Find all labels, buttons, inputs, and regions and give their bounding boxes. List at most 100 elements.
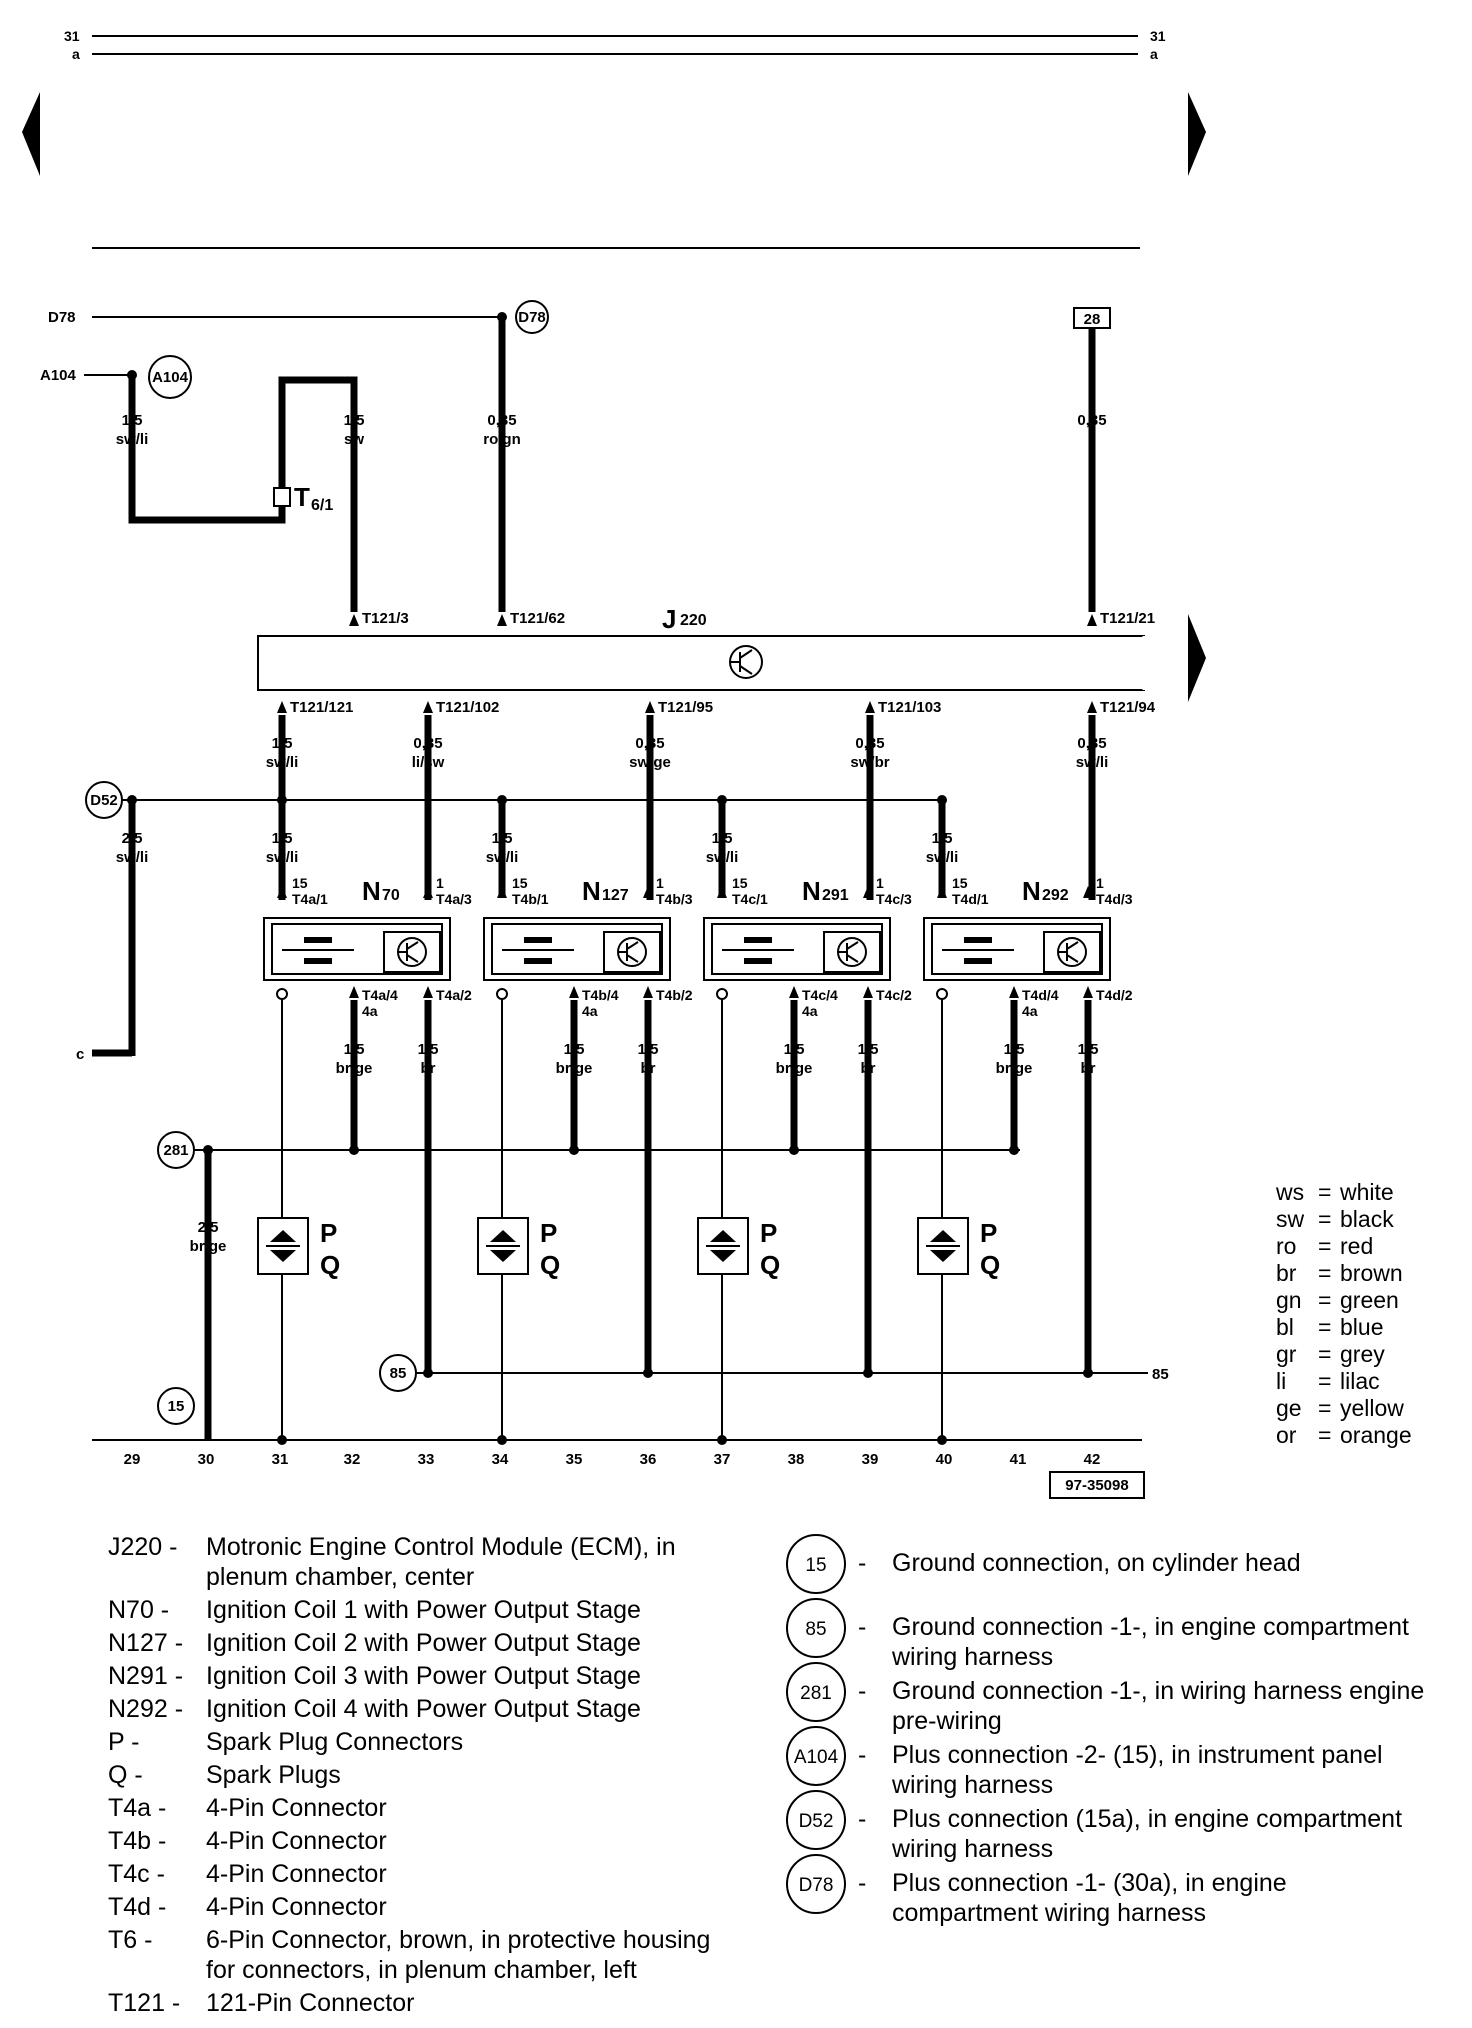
svg-text:gr: gr <box>1276 1341 1297 1367</box>
ecm-j220[interactable]: J 220 <box>257 604 1146 691</box>
a104-label: A104 <box>40 367 77 384</box>
svg-text:4a: 4a <box>802 1003 818 1019</box>
svg-text:15: 15 <box>512 875 528 891</box>
svg-text:85: 85 <box>805 1619 826 1640</box>
connection-circle-icon <box>786 1854 846 1914</box>
rail-right-number: 31 <box>1150 28 1166 44</box>
rail-right-sub: a <box>1150 46 1158 62</box>
continuation-arrow-icon[interactable] <box>1188 614 1206 702</box>
svg-text:D78: D78 <box>518 309 546 326</box>
color-legend-row: ws=white <box>1275 1179 1394 1205</box>
transistor-icon <box>397 937 427 967</box>
svg-text:T4a -: T4a - <box>108 1794 166 1822</box>
track-number: 40 <box>936 1451 953 1468</box>
page-prev-arrow-icon[interactable] <box>22 92 40 176</box>
svg-text:li: li <box>1088 431 1096 448</box>
svg-text:291: 291 <box>822 887 849 904</box>
rail-left-number: 31 <box>64 28 80 44</box>
svg-text:sw: sw <box>1276 1206 1305 1232</box>
svg-text:T4a/4: T4a/4 <box>362 987 398 1003</box>
color-legend-row: sw=black <box>1276 1206 1394 1232</box>
svg-text:1,5: 1,5 <box>272 735 293 752</box>
component-legend-row: P -Spark Plug Connectors <box>108 1728 463 1756</box>
svg-text:1,5: 1,5 <box>344 1041 365 1058</box>
svg-text:lilac: lilac <box>1340 1368 1380 1394</box>
svg-text:2,5: 2,5 <box>122 830 143 847</box>
transistor-icon <box>617 937 647 967</box>
spark-plug-4: PQ <box>917 1217 1000 1445</box>
connection-legend-row: 85 -Ground connection -1-, in engine comp… <box>786 1598 1409 1671</box>
svg-text:4a: 4a <box>1022 1003 1038 1019</box>
svg-text:T4b/2: T4b/2 <box>656 987 693 1003</box>
ref-code-box <box>1049 1471 1145 1499</box>
svg-text:=: = <box>1318 1260 1331 1286</box>
svg-text:-: - <box>858 1549 866 1577</box>
svg-text:sw/li: sw/li <box>1076 754 1109 771</box>
svg-text:Q: Q <box>980 1250 1000 1280</box>
rail-left-sub: a <box>72 46 80 62</box>
color-legend-row: bl=blue <box>1276 1314 1383 1340</box>
svg-text:li: li <box>1276 1368 1286 1394</box>
g85-end-label: 85 <box>1152 1366 1169 1383</box>
svg-text:br: br <box>1276 1260 1297 1286</box>
svg-text:0,35: 0,35 <box>1077 735 1106 752</box>
transistor-icon <box>837 937 867 967</box>
svg-text:T4d/1: T4d/1 <box>952 891 989 907</box>
svg-text:sw/ge: sw/ge <box>629 754 671 771</box>
connection-legend-row: 15-Ground connection, on cylinder head <box>786 1534 1301 1594</box>
svg-text:Ground connection -1-, in engi: Ground connection -1-, in engine compart… <box>892 1613 1409 1641</box>
svg-text:15: 15 <box>952 875 968 891</box>
component-legend-row: Q -Spark Plugs <box>108 1761 341 1789</box>
svg-text:=: = <box>1318 1368 1331 1394</box>
svg-text:Plus connection -1- (30a), in: Plus connection -1- (30a), in engine <box>892 1869 1287 1897</box>
svg-text:T121/103: T121/103 <box>878 699 941 716</box>
c-label: c <box>76 1046 84 1063</box>
track-number: 30 <box>198 1451 215 1468</box>
svg-text:sw/li: sw/li <box>266 754 299 771</box>
connection-legend-row: A104-Plus connection -2- (15), in instru… <box>786 1726 1383 1799</box>
d78-label: D78 <box>48 309 76 326</box>
ecm-bottom-pins: T121/121 T121/102 T121/95 T121/103 T121/… <box>266 699 1156 900</box>
top-ground-rail: 31 a 31 a <box>64 28 1166 62</box>
svg-text:292: 292 <box>1042 887 1069 904</box>
connection-circle-icon <box>786 1790 846 1850</box>
svg-text:T121/95: T121/95 <box>658 699 713 716</box>
svg-text:28: 28 <box>1084 311 1101 328</box>
connection-legend-row: D52-Plus connection (15a), in engine com… <box>786 1790 1402 1863</box>
svg-text:4a: 4a <box>582 1003 598 1019</box>
svg-text:Ignition Coil 4 with Power Out: Ignition Coil 4 with Power Output Stage <box>206 1695 641 1723</box>
svg-text:for connectors, in plenum cham: for connectors, in plenum chamber, left <box>206 1956 637 1984</box>
connection-circle-icon <box>786 1534 846 1594</box>
svg-text:281: 281 <box>800 1683 832 1704</box>
component-legend: J220 -Motronic Engine Control Module (EC… <box>108 1533 710 2017</box>
svg-text:-: - <box>858 1869 866 1897</box>
ecm-top-pins: T121/3 T121/62 T121/21 <box>349 610 1155 627</box>
svg-text:br: br <box>641 1060 656 1077</box>
svg-text:Q: Q <box>320 1250 340 1280</box>
svg-text:T121/62: T121/62 <box>510 610 565 627</box>
svg-text:4-Pin Connector: 4-Pin Connector <box>206 1860 387 1888</box>
svg-text:281: 281 <box>163 1142 188 1159</box>
spark-plug-3: PQ <box>697 1217 780 1445</box>
svg-text:black: black <box>1340 1206 1394 1232</box>
page-next-arrow-icon[interactable] <box>1188 92 1206 176</box>
svg-text:ws: ws <box>1275 1179 1304 1205</box>
track-number: 39 <box>862 1451 879 1468</box>
svg-text:1,5: 1,5 <box>492 830 513 847</box>
svg-text:A104: A104 <box>152 369 189 386</box>
svg-text:0,35: 0,35 <box>1077 412 1106 429</box>
svg-text:D52: D52 <box>90 792 118 809</box>
svg-text:-: - <box>858 1613 866 1641</box>
g15-connection-circle <box>157 1387 195 1425</box>
svg-text:blue: blue <box>1340 1314 1383 1340</box>
color-legend-row: or=orange <box>1276 1422 1412 1448</box>
svg-text:Motronic Engine Control Module: Motronic Engine Control Module (ECM), in <box>206 1533 676 1561</box>
svg-text:sw/li: sw/li <box>486 849 519 866</box>
track-number: 36 <box>640 1451 657 1468</box>
svg-text:T4b -: T4b - <box>108 1827 166 1855</box>
